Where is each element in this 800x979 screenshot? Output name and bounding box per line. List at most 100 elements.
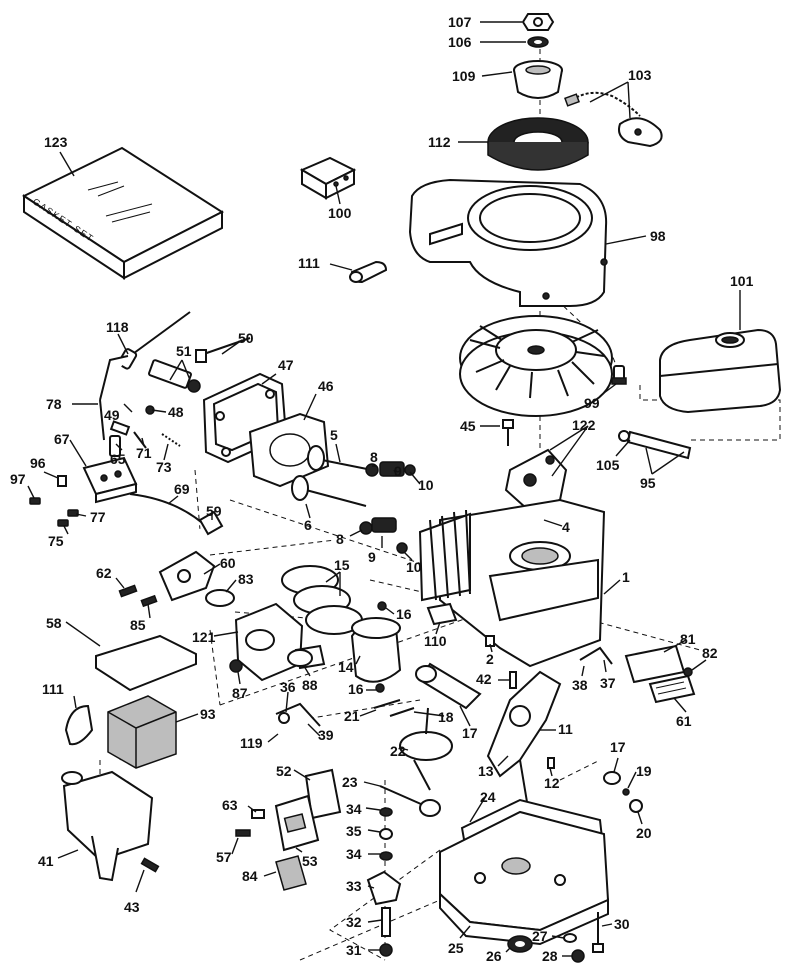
tube-111-top-icon [349,260,388,284]
head-gasket-46-icon [248,412,330,488]
callout-16-lower: 16 [348,681,364,697]
callout-71: 71 [136,445,152,461]
callout-19: 19 [636,763,652,779]
screw-62-icon [118,584,138,598]
callout-41: 41 [38,853,54,869]
spacer-35-icon [379,828,393,840]
callout-105: 105 [596,457,620,473]
callout-34-lower: 34 [346,846,362,862]
screw-87-icon [229,659,243,673]
plate-81-icon [624,644,686,684]
gasket-set-box-icon: GASKET SET [21,146,225,280]
callout-24: 24 [480,789,496,805]
callout-9-upper: 9 [394,463,402,479]
flywheel-122-icon [459,315,613,417]
callout-36: 36 [280,679,296,695]
oil-pan-25-icon [439,810,610,946]
carburetor-121-icon [234,602,326,682]
callout-67: 67 [54,431,70,447]
callout-numbers: 107 106 109 103 112 123 100 98 111 101 1… [10,14,754,964]
starter-rope-handle-103-icon [564,91,663,148]
screw-97-icon [29,497,41,505]
callout-48: 48 [168,404,184,420]
fuel-line-95-icon [618,430,692,460]
piston-14-icon [350,617,402,683]
callout-99: 99 [584,395,600,411]
bolt-30-icon [592,912,604,953]
callout-34-upper: 34 [346,801,362,817]
callout-25: 25 [448,940,464,956]
valve-spring-set-upper-icon [365,461,416,477]
filter-element-93-icon [107,695,177,769]
callout-58: 58 [46,615,62,631]
callout-9-lower: 9 [368,549,376,565]
screw-43-icon [140,857,160,873]
washer-106-icon [527,36,549,48]
callout-49: 49 [104,407,120,423]
callout-17-fitting: 17 [610,739,626,755]
callout-118: 118 [106,319,129,335]
nut-20-icon [629,799,643,813]
nut-31-icon [379,943,393,957]
callout-122: 122 [572,417,596,433]
callout-60: 60 [220,555,236,571]
callout-65: 65 [110,451,126,467]
leader-lines [27,21,741,957]
callout-53: 53 [302,853,318,869]
bracket-100-icon [299,156,357,200]
bolts-21-icon [373,699,415,717]
callout-39: 39 [318,727,334,743]
callout-8-upper: 8 [370,449,378,465]
callout-17-rod: 17 [462,725,478,741]
pin-16-b-icon [375,683,385,693]
screw-45-icon [502,419,514,446]
callout-100: 100 [328,205,352,221]
dipstick-tube-37-icon [579,646,613,665]
bolt-42-icon [509,671,517,689]
callout-32: 32 [346,914,362,930]
pin-16-a-icon [377,601,387,611]
callout-12: 12 [544,775,560,791]
shaft-32-icon [381,907,391,937]
link-69-icon [129,493,211,531]
label-61-icon [648,674,696,704]
governor-lever-36-icon [275,702,321,727]
screw-75-icon [57,519,69,527]
callout-63: 63 [222,797,238,813]
callout-28: 28 [542,948,558,964]
callout-26: 26 [486,948,502,964]
screw-77-icon [67,509,79,517]
governor-linkage-icon [99,355,181,457]
callout-101: 101 [730,273,754,289]
gasket-59-icon [198,510,224,536]
cable-118-icon [117,311,191,370]
callout-97: 97 [10,471,26,487]
callout-77: 77 [90,509,106,525]
callout-82: 82 [702,645,718,661]
callout-51: 51 [176,343,192,359]
blower-housing-98-icon [408,178,608,307]
washer-27-icon [563,933,577,943]
callout-5: 5 [330,427,338,443]
callout-33: 33 [346,878,362,894]
screw-82-icon [683,667,693,677]
screw-57-icon [235,829,251,837]
callout-42: 42 [476,671,492,687]
callout-30: 30 [614,916,630,932]
callout-107: 107 [448,14,472,30]
callout-52: 52 [276,763,292,779]
fitting-17-icon [603,771,621,785]
callout-112: 112 [428,134,451,150]
washer-34-upper-icon [379,807,393,817]
control-bracket-67-icon [82,456,138,504]
parts-artwork: GASKET SET [21,13,782,963]
callout-18: 18 [438,709,454,725]
callout-61: 61 [676,713,692,729]
callout-103: 103 [628,67,652,83]
callout-21: 21 [344,708,360,724]
callout-46: 46 [318,378,334,394]
callout-83: 83 [238,571,254,587]
valve-6-icon [291,475,367,507]
muffler-101-icon [659,328,782,414]
governor-33-icon [366,870,402,906]
